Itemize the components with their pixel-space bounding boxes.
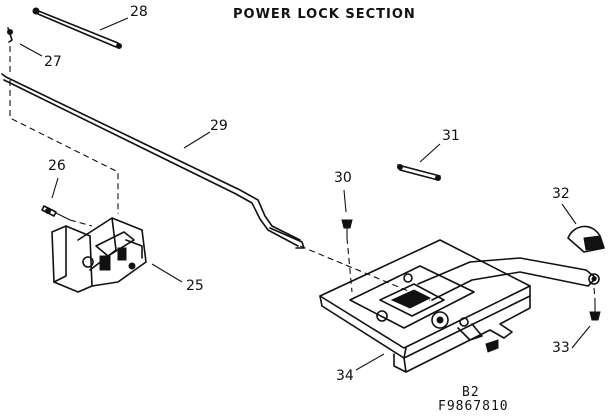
- leader-30: [343, 189, 347, 213]
- part-32-knob-cap: [567, 225, 605, 253]
- leader-27: [19, 43, 43, 57]
- leader-32: [561, 203, 577, 225]
- leader-28: [99, 17, 129, 31]
- diagram-code-number: F9867810: [438, 399, 509, 414]
- part-25-lock-actuator: [51, 217, 147, 293]
- leader-31: [419, 143, 441, 163]
- label-27: 27: [44, 54, 62, 70]
- part-31-link: [397, 164, 441, 181]
- part-29-lock-rod: [1, 73, 305, 249]
- dashed-line-rod-to-base: [299, 245, 431, 301]
- part-26-screw: [41, 205, 71, 221]
- dashed-line-29: [9, 80, 119, 214]
- label-26: 26: [48, 158, 66, 174]
- label-34: 34: [336, 368, 354, 384]
- part-34-base-plate: [319, 239, 600, 373]
- diagram-code-b2: B2: [462, 385, 480, 400]
- dashed-line-33: [593, 287, 596, 301]
- part-30-screw: [341, 219, 353, 238]
- label-25: 25: [186, 278, 204, 294]
- leader-34: [355, 353, 385, 371]
- part-28-rod: [32, 7, 122, 49]
- label-29: 29: [210, 118, 228, 134]
- dashed-line-26: [69, 219, 93, 227]
- leader-26: [51, 177, 59, 199]
- diagram-title: POWER LOCK SECTION: [233, 7, 416, 22]
- leader-33: [571, 325, 591, 349]
- leader-29: [183, 131, 211, 149]
- label-33: 33: [552, 340, 570, 356]
- label-31: 31: [442, 128, 460, 144]
- part-27-clip: [7, 27, 13, 43]
- leader-25: [151, 263, 183, 283]
- label-32: 32: [552, 186, 570, 202]
- label-28: 28: [130, 4, 148, 20]
- label-30: 30: [334, 170, 352, 186]
- dashed-line-30: [346, 237, 353, 293]
- part-33-screw: [589, 300, 601, 321]
